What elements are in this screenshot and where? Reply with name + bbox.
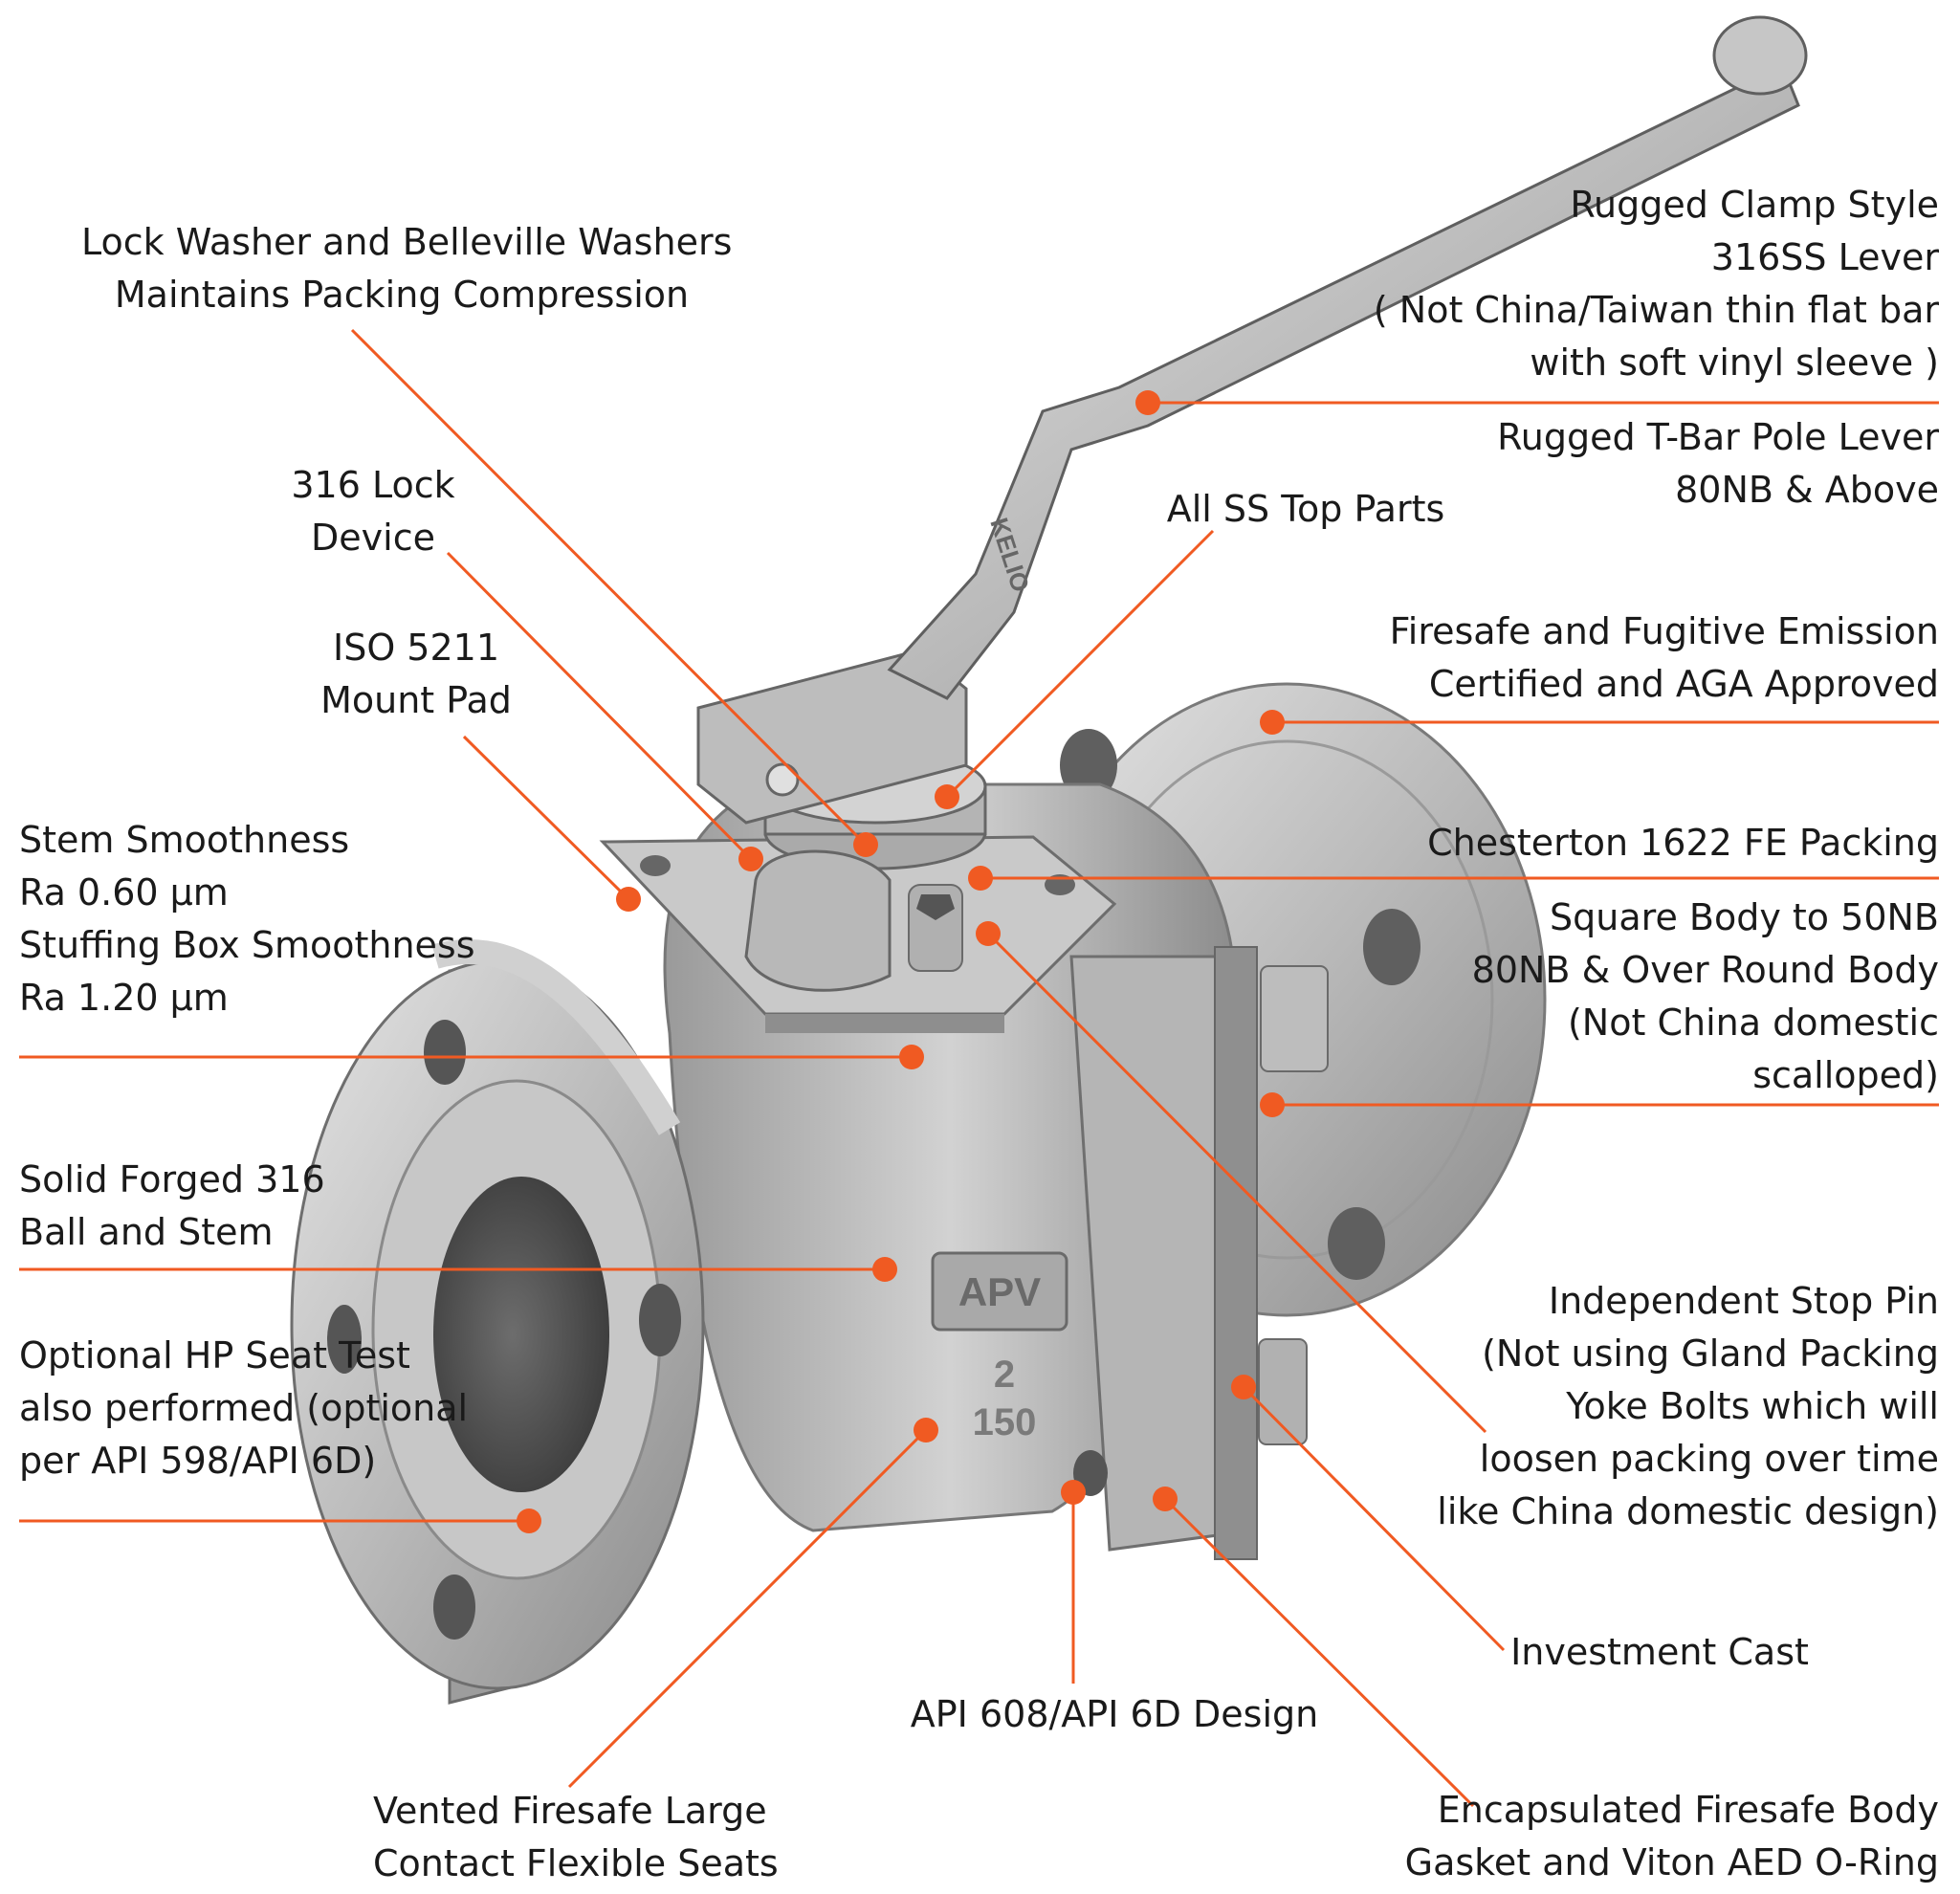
leader-dot-solid-forged xyxy=(872,1257,897,1282)
body-size-text: 2 xyxy=(994,1354,1015,1396)
callout-packing: Chesterton 1622 FE Packing xyxy=(1427,822,1939,864)
leader-dot-investment-cast xyxy=(1231,1375,1256,1399)
leader-dot-firesafe-cert xyxy=(1260,710,1285,735)
leader-dot-encapsulated xyxy=(1153,1487,1178,1511)
leader-lines xyxy=(19,328,1939,1808)
body-logo-text: APV xyxy=(958,1269,1041,1314)
leader-line-encapsulated xyxy=(1163,1497,1475,1808)
leader-line-top-parts xyxy=(945,529,1215,799)
leader-dot-hp-seat-test xyxy=(517,1509,541,1533)
callout-api-design: API 608/API 6D Design xyxy=(910,1693,1319,1735)
callout-stop-pin: Independent Stop Pin(Not using Gland Pac… xyxy=(1437,1280,1939,1532)
leader-line-investment-cast xyxy=(1242,1385,1506,1652)
leader-dot-stop-pin xyxy=(976,921,1001,946)
left-flange xyxy=(290,939,705,1705)
leader-dot-mount-pad xyxy=(616,887,641,912)
leader-line-vented-seats xyxy=(567,1428,928,1789)
leader-dot-clamp-lever xyxy=(1135,390,1160,415)
leader-dot-vented-seats xyxy=(914,1418,938,1443)
leader-dot-api-design xyxy=(1061,1480,1086,1505)
leader-dot-packing xyxy=(968,866,993,891)
leader-dot-lock-device xyxy=(738,847,763,871)
leader-line-stop-pin xyxy=(986,932,1487,1434)
callout-investment-cast: Investment Cast xyxy=(1510,1631,1809,1673)
body-class-text: 150 xyxy=(973,1401,1037,1443)
callout-top-parts: All SS Top Parts xyxy=(1166,488,1445,530)
leader-line-mount-pad xyxy=(462,735,630,901)
leader-dot-lock-washer xyxy=(853,832,878,857)
leader-line-lock-device xyxy=(446,551,753,861)
valve-lever: KELIO xyxy=(696,15,1808,825)
leader-line-lock-washer xyxy=(350,328,868,847)
leader-dot-top-parts xyxy=(935,784,959,809)
leader-dot-square-body xyxy=(1260,1092,1285,1117)
leader-dot-stem-smoothness xyxy=(899,1045,924,1069)
